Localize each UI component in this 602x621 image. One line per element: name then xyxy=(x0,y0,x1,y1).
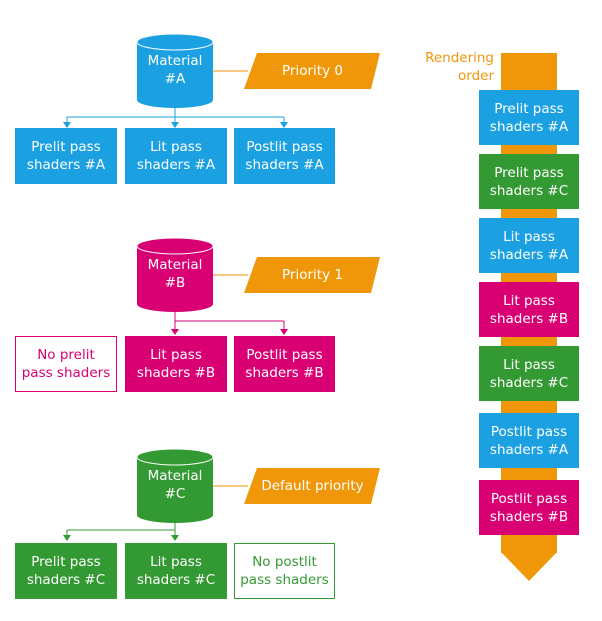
arrow-icon xyxy=(280,122,288,128)
connectors-c xyxy=(66,523,176,537)
render-step-2: Prelit pass shaders #C xyxy=(479,154,579,209)
arrow-icon xyxy=(171,329,179,335)
arrow-icon xyxy=(171,535,179,541)
cylinder-material-a xyxy=(136,33,214,108)
render-step-1: Prelit pass shaders #A xyxy=(479,90,579,145)
shader-lit-a: Lit pass shaders #A xyxy=(125,128,227,184)
connectors-a xyxy=(66,108,285,124)
shader-postlit-b: Postlit pass shaders #B xyxy=(234,336,335,392)
shader-lit-b: Lit pass shaders #B xyxy=(125,336,227,392)
material-c-label: Material #C xyxy=(147,468,203,502)
material-b-label: Material #B xyxy=(147,257,203,291)
render-step-6: Postlit pass shaders #A xyxy=(479,413,579,468)
arrow-icon xyxy=(171,122,179,128)
shader-postlit-c-missing: No postlit pass shaders xyxy=(234,543,335,599)
priority-a-label: Priority 0 xyxy=(282,63,343,79)
material-a-label: Material #A xyxy=(147,53,203,87)
arrow-icon xyxy=(63,122,71,128)
priority-b-label: Priority 1 xyxy=(282,267,343,283)
shader-prelit-a: Prelit pass shaders #A xyxy=(15,128,117,184)
priority-shape-b xyxy=(244,257,380,293)
shader-lit-c: Lit pass shaders #C xyxy=(125,543,227,599)
cylinder-material-b xyxy=(136,237,214,312)
cylinder-material-c xyxy=(136,448,214,523)
connectors-b xyxy=(174,312,285,331)
render-step-3: Lit pass shaders #A xyxy=(479,218,579,273)
render-step-5: Lit pass shaders #C xyxy=(479,346,579,401)
shader-prelit-b-missing: No prelit pass shaders xyxy=(15,336,117,392)
priority-shape-c xyxy=(244,468,380,504)
render-step-4: Lit pass shaders #B xyxy=(479,282,579,337)
shader-postlit-a: Postlit pass shaders #A xyxy=(234,128,335,184)
render-step-7: Postlit pass shaders #B xyxy=(479,480,579,535)
priority-c-label: Default priority xyxy=(261,478,364,494)
shader-prelit-c: Prelit pass shaders #C xyxy=(15,543,117,599)
arrow-icon xyxy=(63,535,71,541)
arrow-icon xyxy=(280,329,288,335)
rendering-order-title: Rendering order xyxy=(425,50,494,84)
priority-shape-a xyxy=(244,53,380,89)
